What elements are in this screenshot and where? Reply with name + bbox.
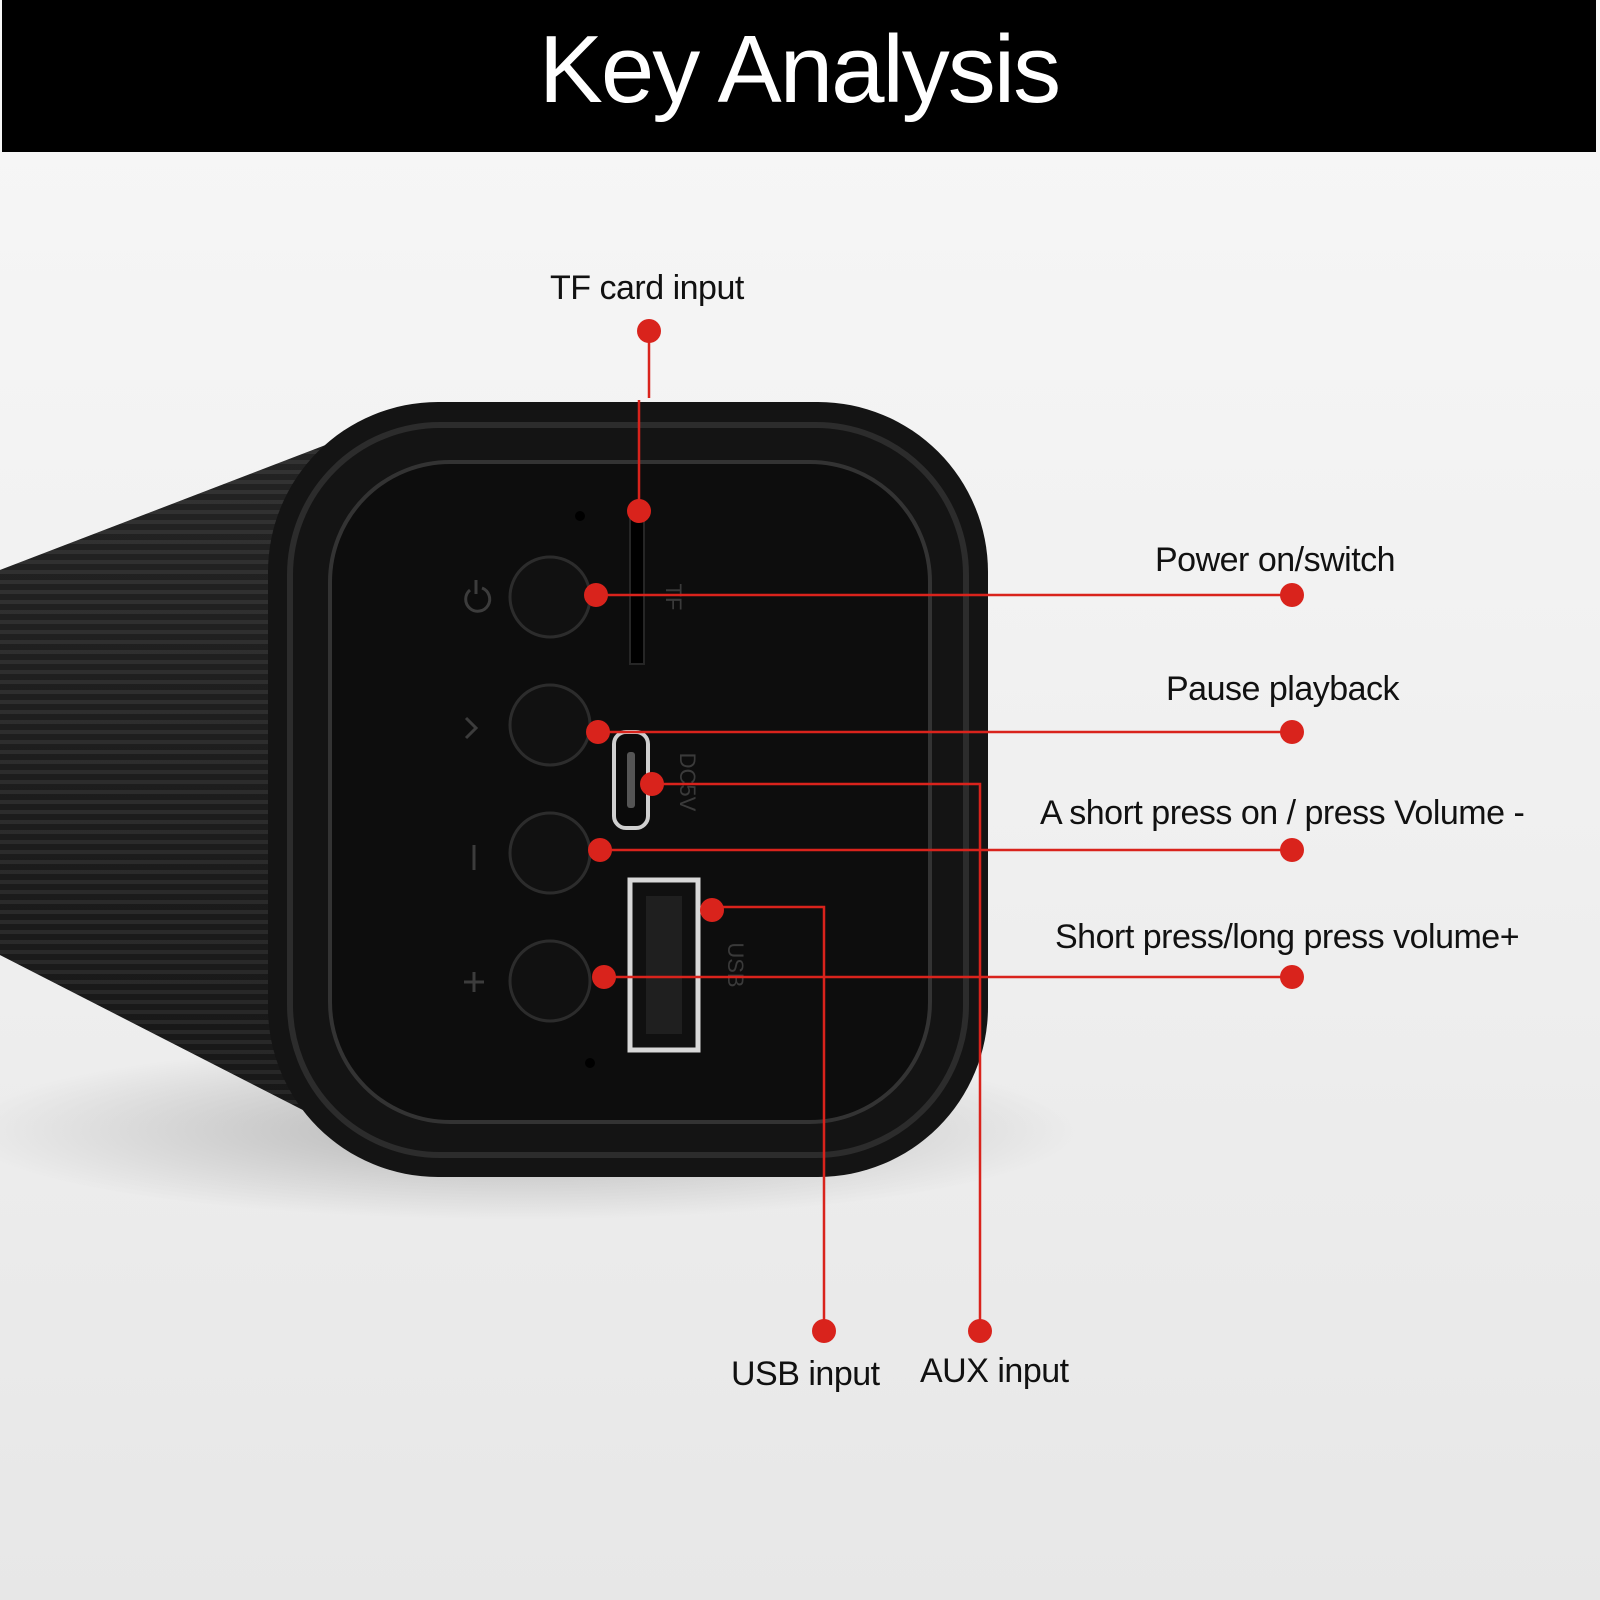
tf-card-slot[interactable] bbox=[629, 511, 645, 665]
usb-marking: USB bbox=[723, 942, 748, 987]
pause-outer-dot bbox=[1280, 720, 1304, 744]
power-outer-dot bbox=[1280, 583, 1304, 607]
pause-inner-dot bbox=[586, 720, 610, 744]
tf-card-label: TF card input bbox=[550, 269, 744, 307]
volume-down-outer-dot bbox=[1280, 838, 1304, 862]
tf-inner-dot bbox=[627, 499, 651, 523]
header-banner: Key Analysis bbox=[2, 0, 1596, 152]
callout-dots bbox=[584, 319, 1304, 1343]
page-title: Key Analysis bbox=[538, 16, 1061, 123]
usb-outer-dot bbox=[812, 1319, 836, 1343]
pause-label: Pause playback bbox=[1166, 670, 1400, 708]
volume-down-button[interactable] bbox=[508, 811, 592, 895]
indicator-dot bbox=[585, 1058, 595, 1068]
tf-outer-dot bbox=[637, 319, 661, 343]
power-icon bbox=[464, 580, 492, 613]
volume-up-inner-dot bbox=[592, 965, 616, 989]
usb-callout-line bbox=[712, 905, 826, 1330]
dc-marking: DC5V bbox=[675, 753, 700, 812]
pause-button[interactable] bbox=[508, 683, 592, 767]
volume-up-outer-dot bbox=[1280, 965, 1304, 989]
aux-callout-line bbox=[652, 782, 982, 1330]
aux-outer-dot bbox=[968, 1319, 992, 1343]
usb-inner-dot bbox=[700, 898, 724, 922]
tf-marking: TF bbox=[661, 584, 686, 611]
volume-down-inner-dot bbox=[588, 838, 612, 862]
aux-inner-dot bbox=[640, 772, 664, 796]
usb-label: USB input bbox=[731, 1355, 880, 1393]
plus-icon bbox=[464, 972, 484, 992]
power-button[interactable] bbox=[508, 555, 592, 639]
aux-label: AUX input bbox=[920, 1352, 1069, 1390]
power-inner-dot bbox=[584, 583, 608, 607]
volume-up-label: Short press/long press volume+ bbox=[1055, 918, 1520, 956]
volume-down-label: A short press on / press Volume - bbox=[1040, 794, 1525, 832]
power-label: Power on/switch bbox=[1155, 541, 1396, 579]
play-pause-icon bbox=[464, 716, 479, 740]
callout-lines bbox=[596, 330, 1292, 1330]
indicator-dot bbox=[575, 511, 585, 521]
volume-up-button[interactable] bbox=[508, 939, 592, 1023]
